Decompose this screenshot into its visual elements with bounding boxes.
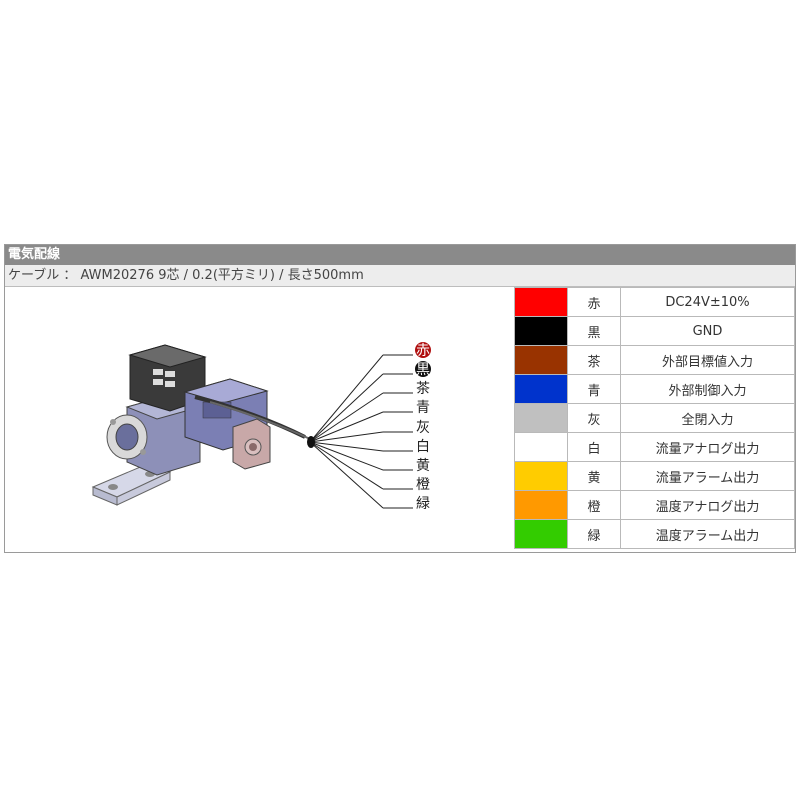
wire-function: 流量アラーム出力 — [620, 461, 795, 491]
wire-row: 黄流量アラーム出力 — [514, 461, 795, 491]
wire-color-name: 黒 — [567, 316, 621, 346]
wire-color-swatch — [514, 519, 568, 549]
wire-label: 緑 — [416, 496, 430, 512]
wire-row: 青外部制御入力 — [514, 374, 795, 404]
wire-label: 橙 — [416, 477, 430, 493]
wire-label: 茶 — [416, 381, 430, 397]
wire-function: 外部制御入力 — [620, 374, 795, 404]
wire-color-swatch — [514, 287, 568, 317]
device-wiring-diagram: 赤黒茶青灰白黄橙緑 — [5, 287, 513, 552]
wire-color-name: 橙 — [567, 490, 621, 520]
wire-color-swatch — [514, 316, 568, 346]
wire-color-name: 白 — [567, 432, 621, 462]
wire-function: 外部目標値入力 — [620, 345, 795, 375]
wire-function: GND — [620, 316, 795, 346]
wire-row: 白流量アナログ出力 — [514, 432, 795, 462]
wire-row: 灰全閉入力 — [514, 403, 795, 433]
wire-color-swatch — [514, 403, 568, 433]
wire-function: DC24V±10% — [620, 287, 795, 317]
wire-label: 青 — [416, 400, 430, 416]
wire-label: 赤 — [416, 343, 430, 359]
wire-color-name: 黄 — [567, 461, 621, 491]
wire-row: 茶外部目標値入力 — [514, 345, 795, 375]
wire-label: 白 — [416, 439, 430, 455]
wire-color-swatch — [514, 490, 568, 520]
wire-color-name: 茶 — [567, 345, 621, 375]
wire-function: 流量アナログ出力 — [620, 432, 795, 462]
wire-color-name: 青 — [567, 374, 621, 404]
wire-color-name: 緑 — [567, 519, 621, 549]
wire-label: 黒 — [416, 362, 430, 378]
wire-label-badge — [415, 342, 431, 358]
wire-label-badge — [415, 361, 431, 377]
wire-row: 橙温度アナログ出力 — [514, 490, 795, 520]
wire-color-swatch — [514, 461, 568, 491]
cable-spec: ケーブル ： AWM20276 9芯 / 0.2(平方ミリ) / 長さ500mm — [5, 265, 795, 287]
wire-label: 黄 — [416, 457, 430, 474]
wire-label: 灰 — [416, 420, 430, 436]
wire-function: 全閉入力 — [620, 403, 795, 433]
section-title: 電気配線 — [5, 245, 795, 265]
wiring-panel: 電気配線 ケーブル ： AWM20276 9芯 / 0.2(平方ミリ) / 長さ… — [4, 244, 796, 553]
wire-color-name: 灰 — [567, 403, 621, 433]
wire-color-swatch — [514, 345, 568, 375]
wire-color-name: 赤 — [567, 287, 621, 317]
wire-row: 緑温度アラーム出力 — [514, 519, 795, 549]
wire-function: 温度アナログ出力 — [620, 490, 795, 520]
wire-color-swatch — [514, 432, 568, 462]
wire-function: 温度アラーム出力 — [620, 519, 795, 549]
wire-color-swatch — [514, 374, 568, 404]
